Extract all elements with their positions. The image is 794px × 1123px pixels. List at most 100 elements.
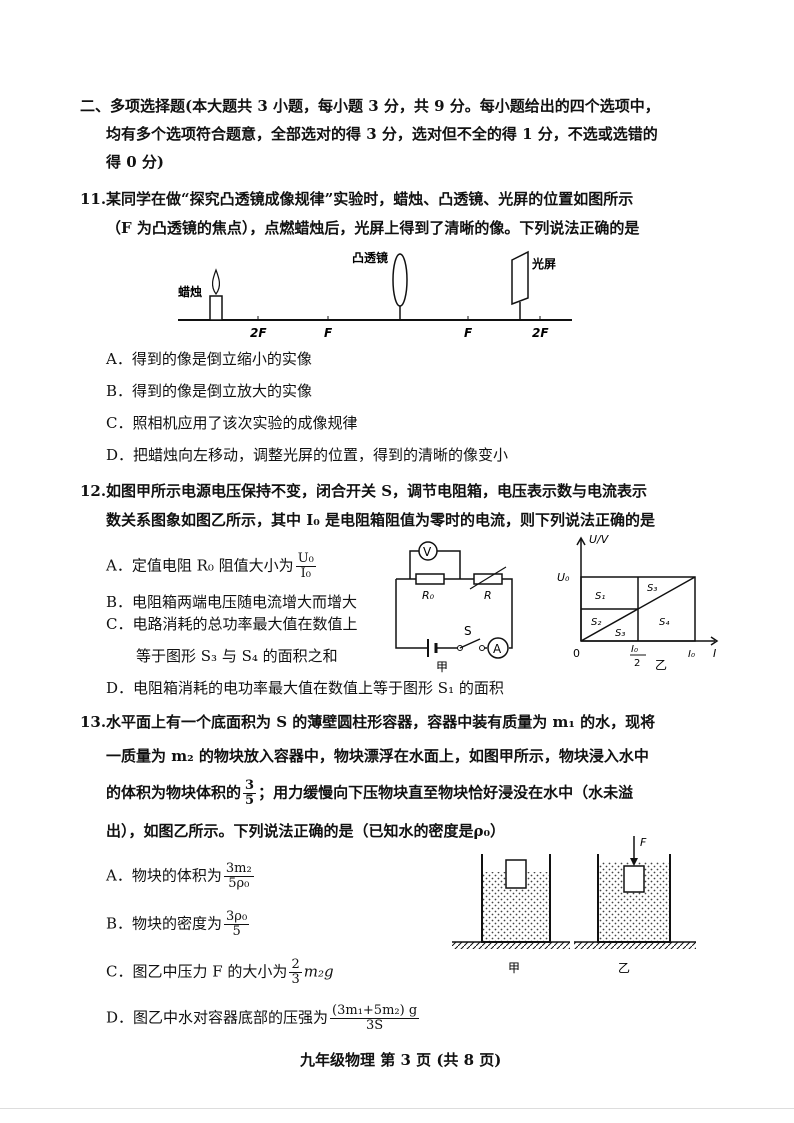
voltmeter-icon bbox=[418, 541, 438, 561]
u-i-graph: U/V U₀ 0 I S₁ S₂ S₃ S₃ S₄ I₀ 2 I₀ 乙 bbox=[557, 535, 719, 672]
q13-option-c-text: C．图乙中压力 F 的大小为 bbox=[106, 962, 288, 981]
frac-denominator: 5ρ₀ bbox=[228, 876, 250, 891]
flame-icon bbox=[211, 268, 221, 296]
voltmeter-label: V bbox=[423, 545, 432, 559]
frac-numerator: U₀ bbox=[295, 551, 316, 567]
wire-right-top bbox=[396, 578, 513, 649]
switch-label: S bbox=[464, 624, 472, 638]
q11-number: 11. bbox=[80, 190, 107, 208]
q12-option-b: B．电阻箱两端电压随电流增大而增大 bbox=[106, 593, 358, 611]
half-i0-numerator: I₀ bbox=[631, 644, 638, 655]
caption-yi: 乙 bbox=[618, 961, 630, 975]
frac-numerator: 3ρ₀ bbox=[224, 909, 250, 925]
area-s2: S₂ bbox=[591, 617, 601, 628]
label-2f-right: 2F bbox=[532, 326, 549, 340]
q13-stem-2: 一质量为 m₂ 的物块放入容器中，物块漂浮在水面上，如图甲所示，物块浸入水中 bbox=[106, 747, 649, 765]
screen-label: 光屏 bbox=[531, 256, 556, 271]
force-label: F bbox=[640, 836, 647, 849]
q12-option-c: C．电路消耗的总功率最大值在数值上 bbox=[106, 615, 358, 633]
diagonal-line bbox=[580, 576, 696, 642]
wire-voltmeter-left bbox=[409, 550, 420, 579]
label-f-right: F bbox=[464, 326, 473, 340]
label-f-left: F bbox=[324, 326, 333, 340]
wire-voltmeter-right bbox=[436, 550, 461, 579]
q11-stem: 某同学在做“探究凸透镜成像规律”实验时，蜡烛、凸透镜、光屏的位置如图所示 bbox=[106, 190, 634, 208]
frac-denominator: 5 bbox=[232, 924, 241, 939]
u0-label: U₀ bbox=[557, 571, 570, 584]
q11-stem-2: （F 为凸透镜的焦点），点燃蜡烛后，光屏上得到了清晰的像。下列说法正确的是 bbox=[106, 219, 640, 237]
frac-numerator: (3m₁+5m₂) g bbox=[330, 1003, 420, 1019]
frac-numerator: 2 bbox=[289, 957, 302, 973]
circuit-caption: 甲 bbox=[436, 660, 448, 674]
i0-label: I₀ bbox=[688, 649, 695, 660]
page-bottom-edge bbox=[0, 1108, 794, 1109]
q12-stem-2: 数关系图象如图乙所示，其中 I₀ 是电阻箱阻值为零时的电流，则下列说法正确的是 bbox=[106, 511, 656, 529]
light-screen bbox=[511, 250, 529, 306]
candle bbox=[209, 295, 223, 321]
frac-denominator: 3 bbox=[291, 972, 300, 987]
section-heading: 二、多项选择题(本大题共 3 小题，每小题 3 分，共 9 分。每小题给出的四个… bbox=[80, 97, 660, 115]
frac-denominator: I₀ bbox=[300, 566, 311, 581]
q13-stem-4: 出），如图乙所示。下列说法正确的是（已知水的密度是ρ₀） bbox=[106, 822, 506, 840]
q12-number: 12. bbox=[80, 482, 107, 500]
switch-blade bbox=[459, 638, 481, 649]
area-s3-lower: S₃ bbox=[615, 628, 625, 639]
q13-stem: 水平面上有一个底面积为 S 的薄壁圆柱形容器，容器中装有质量为 m₁ 的水，现将 bbox=[106, 713, 656, 731]
q13-option-b-text: B．物块的密度为 bbox=[106, 914, 223, 933]
area-s4: S₄ bbox=[659, 617, 669, 628]
area-s1: S₁ bbox=[595, 591, 605, 602]
r0-label: R₀ bbox=[422, 589, 435, 602]
candle-label: 蜡烛 bbox=[178, 284, 202, 299]
resistance-box bbox=[473, 573, 503, 585]
q11-option-a: A．得到的像是倒立缩小的实像 bbox=[106, 350, 312, 368]
q11-option-d: D．把蜡烛向左移动，调整光屏的位置，得到的清晰的像变小 bbox=[106, 446, 509, 464]
q12-option-a-text: A．定值电阻 R₀ 阻值大小为 bbox=[106, 556, 294, 575]
section-instructions: 均有多个选项符合题意，全部选对的得 3 分，选对但不全的得 1 分，不选或选错的 bbox=[106, 125, 658, 143]
x-axis-arrow bbox=[710, 636, 719, 646]
frac-denominator: 5 bbox=[245, 793, 255, 808]
ammeter-label: A bbox=[493, 642, 502, 656]
page-footer: 九年级物理 第 3 页 (共 8 页) bbox=[300, 1051, 502, 1069]
label-2f-left: 2F bbox=[250, 326, 267, 340]
q13-stem-3-tail: ；用力缓慢向下压物块直至物块恰好浸没在水中（水未溢 bbox=[258, 783, 634, 802]
frac-denominator: 3S bbox=[365, 1018, 384, 1033]
block-submerged bbox=[623, 865, 645, 893]
section-instructions-end: 得 0 分) bbox=[106, 153, 164, 171]
q12-option-c-cont: 等于图形 S₃ 与 S₄ 的面积之和 bbox=[136, 647, 338, 665]
q13-number: 13. bbox=[80, 713, 107, 731]
x-axis-label: I bbox=[713, 647, 716, 660]
half-i0-denominator: 2 bbox=[634, 658, 640, 669]
q11-option-b: B．得到的像是倒立放大的实像 bbox=[106, 382, 313, 400]
r-label: R bbox=[484, 589, 492, 602]
switch-contact bbox=[479, 645, 485, 651]
wire-left bbox=[395, 579, 428, 649]
block-floating bbox=[505, 859, 527, 889]
area-s3-upper: S₃ bbox=[647, 583, 657, 594]
graph-caption: 乙 bbox=[655, 658, 667, 672]
y-axis-arrow bbox=[576, 536, 586, 546]
frac-numerator: 3 bbox=[243, 778, 257, 794]
q13-option-c-tail: m₂g bbox=[303, 962, 334, 981]
resistor-r0 bbox=[415, 573, 445, 585]
q13-option-d-text: D．图乙中水对容器底部的压强为 bbox=[106, 1008, 329, 1027]
lens-label: 凸透镜 bbox=[352, 250, 388, 265]
ammeter-icon bbox=[487, 637, 509, 659]
convex-lens bbox=[392, 253, 408, 307]
circuit-diagram: V R₀ R S A 甲 bbox=[395, 541, 513, 674]
q13-stem-3-text: 的体积为物块体积的 bbox=[106, 783, 242, 802]
force-arrowhead bbox=[630, 858, 638, 866]
ground-yi bbox=[574, 942, 696, 949]
resistance-box-arrow bbox=[469, 566, 507, 590]
container-figures: 甲 F 乙 bbox=[452, 836, 696, 975]
